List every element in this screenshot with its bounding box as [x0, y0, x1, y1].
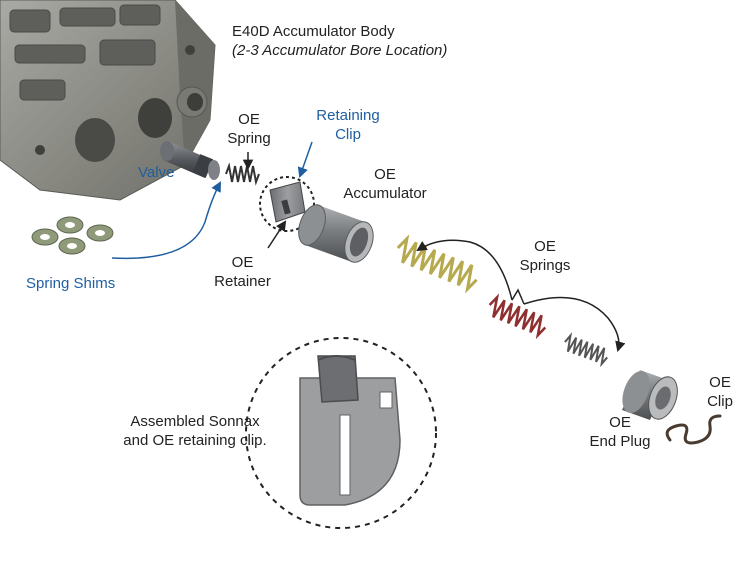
- diagram-subtitle: (2-3 Accumulator Bore Location): [232, 42, 448, 59]
- oe-end-plug-label: OE End Plug: [589, 414, 651, 450]
- oe-springs-arrow-right: [523, 296, 626, 353]
- spring-shims-arrow: [111, 181, 221, 260]
- oe-accumulator-part: [298, 204, 374, 263]
- oe-springs-arrow-left: [416, 239, 513, 301]
- diagram-title-line1: E40D Accumulator Body: [232, 23, 395, 40]
- oe-clip-part: [665, 414, 722, 445]
- valve-label: Valve: [138, 164, 175, 181]
- assembled-clip-caption: Assembled Sonnax and OE retaining clip.: [123, 413, 267, 449]
- oe-spring-part: [225, 162, 260, 186]
- oe-accumulator-label: OE Accumulator: [343, 166, 427, 202]
- assembled-clip-detail: [245, 337, 437, 529]
- valve-part: [160, 141, 220, 180]
- oe-retainer-arrow: [267, 220, 287, 249]
- oe-yellow-spring-part: [396, 234, 478, 294]
- oe-gray-spring-part: [564, 332, 608, 368]
- oe-red-spring-part: [488, 293, 547, 340]
- oe-springs-zigzag: [511, 288, 525, 305]
- diagram-title: E40D Accumulator Body (2-3 Accumulator B…: [232, 22, 447, 60]
- retaining-clip-label: Retaining Clip: [316, 107, 380, 143]
- spring-shims-label: Spring Shims: [26, 275, 116, 292]
- retaining-clip-arrow: [297, 141, 313, 178]
- oe-springs-label: OE Springs: [519, 238, 571, 274]
- oe-retainer-label: OE Retainer: [214, 254, 271, 290]
- spring-shims-part: [31, 216, 114, 255]
- retaining-clip-part: [259, 176, 315, 232]
- oe-end-plug-part: [622, 370, 678, 420]
- callout-arrows: [111, 141, 626, 353]
- oe-clip-label: OE Clip: [707, 374, 733, 410]
- oe-spring-label: OE Spring: [227, 111, 271, 147]
- accumulator-body-casting: [0, 0, 216, 201]
